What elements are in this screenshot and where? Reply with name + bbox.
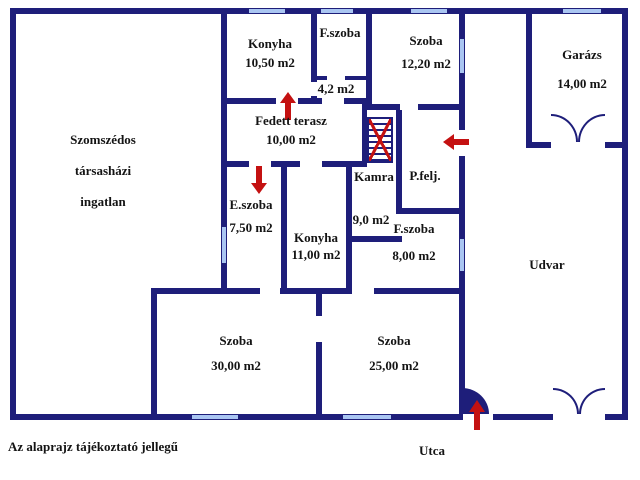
door-opening bbox=[316, 316, 322, 342]
room-name: Szoba bbox=[409, 33, 443, 48]
room-label-kamra-name: Kamra bbox=[350, 169, 398, 184]
room-name: Konyha bbox=[293, 230, 339, 245]
neighbor-line: Szomszédos bbox=[70, 132, 136, 147]
door-opening bbox=[249, 161, 271, 167]
wall bbox=[396, 208, 465, 214]
udvar-text: Udvar bbox=[529, 257, 565, 272]
wall bbox=[151, 288, 157, 420]
wall bbox=[396, 110, 402, 214]
window bbox=[248, 8, 286, 14]
door-opening bbox=[553, 414, 605, 420]
room-label-konyha-top: Konyha 10,50 m2 bbox=[226, 36, 314, 70]
door-swing-arc bbox=[578, 114, 605, 142]
window bbox=[459, 38, 465, 74]
room-name: Fedett terasz bbox=[255, 113, 327, 128]
wall bbox=[366, 8, 372, 110]
room-name: P.felj. bbox=[409, 168, 441, 183]
door-swing-arc bbox=[553, 388, 579, 414]
room-name: Szoba bbox=[377, 333, 411, 348]
room-label-corridor: 4,2 m2 bbox=[310, 81, 362, 96]
wall bbox=[346, 236, 402, 242]
room-name: E.szoba bbox=[229, 197, 273, 212]
room-name: Szoba bbox=[219, 333, 253, 348]
door-opening bbox=[551, 142, 605, 148]
wall bbox=[10, 8, 16, 420]
door-opening bbox=[260, 288, 280, 294]
entrance-arrow-icon bbox=[251, 166, 267, 194]
window bbox=[320, 8, 354, 14]
utca-text: Utca bbox=[419, 443, 445, 458]
door-opening bbox=[352, 288, 374, 294]
disclaimer-text: Az alaprajz tájékoztató jellegű bbox=[8, 439, 248, 454]
room-area: 10,50 m2 bbox=[245, 55, 295, 70]
utca-label: Utca bbox=[408, 443, 456, 458]
entrance-arrow-icon bbox=[443, 134, 469, 150]
room-area: 12,20 m2 bbox=[401, 56, 451, 71]
wall bbox=[281, 167, 287, 288]
wall bbox=[622, 8, 628, 420]
neighbor-line: társasházi bbox=[74, 163, 132, 178]
room-name: Kamra bbox=[354, 169, 394, 184]
wall bbox=[526, 8, 532, 148]
door-opening bbox=[327, 76, 345, 80]
room-label-konyha-mid: Konyha 11,00 m2 bbox=[280, 230, 352, 262]
wall bbox=[346, 167, 352, 288]
wall bbox=[316, 288, 322, 420]
udvar-label: Udvar bbox=[518, 257, 576, 272]
room-label-eszoba: E.szoba 7,50 m2 bbox=[220, 197, 282, 235]
wall bbox=[10, 8, 628, 14]
wall bbox=[362, 104, 367, 163]
neighbor-line: ingatlan bbox=[80, 194, 126, 209]
window bbox=[342, 414, 392, 420]
room-label-szoba-30: Szoba 30,00 m2 bbox=[198, 333, 274, 373]
room-name: F.szoba bbox=[393, 221, 435, 236]
wall bbox=[221, 161, 367, 167]
neighbor-property-label: Szomszédos társasházi ingatlan bbox=[42, 124, 164, 217]
wall bbox=[151, 288, 465, 294]
wall bbox=[221, 8, 227, 294]
room-label-garazs: Garázs 14,00 m2 bbox=[538, 47, 626, 91]
room-name: Garázs bbox=[562, 47, 602, 62]
room-label-fszoba-top: F.szoba bbox=[312, 25, 368, 40]
wall bbox=[311, 8, 317, 104]
door-swing-arc bbox=[551, 114, 578, 142]
door-opening bbox=[400, 104, 418, 110]
room-name: Konyha bbox=[247, 36, 293, 51]
room-area: 8,00 m2 bbox=[392, 248, 436, 263]
door-opening bbox=[311, 82, 317, 96]
room-area: 9,0 m2 bbox=[352, 212, 390, 227]
entrance-arrow-icon bbox=[280, 92, 296, 120]
attic-stairs bbox=[367, 117, 393, 163]
door-swing-arc bbox=[579, 388, 605, 414]
window bbox=[191, 414, 239, 420]
room-label-fszoba-mid: F.szoba 8,00 m2 bbox=[386, 221, 442, 263]
window bbox=[562, 8, 602, 14]
room-label-fedett-terasz: Fedett terasz 10,00 m2 bbox=[232, 113, 350, 147]
room-label-szoba-25: Szoba 25,00 m2 bbox=[356, 333, 432, 373]
door-opening bbox=[300, 161, 322, 167]
room-area: 25,00 m2 bbox=[369, 358, 419, 373]
room-area: 4,2 m2 bbox=[317, 81, 355, 96]
room-area: 11,00 m2 bbox=[291, 247, 341, 262]
room-area: 30,00 m2 bbox=[211, 358, 261, 373]
entrance-arrow-icon bbox=[469, 400, 485, 430]
window bbox=[459, 238, 465, 272]
door-opening bbox=[322, 98, 344, 104]
room-area: 7,50 m2 bbox=[229, 220, 273, 235]
room-name: F.szoba bbox=[319, 25, 361, 40]
room-area: 10,00 m2 bbox=[266, 132, 316, 147]
window bbox=[410, 8, 448, 14]
room-label-szoba-1220: Szoba 12,20 m2 bbox=[384, 33, 468, 71]
disclaimer-line: Az alaprajz tájékoztató jellegű bbox=[8, 439, 179, 454]
wall bbox=[459, 8, 465, 420]
room-area: 14,00 m2 bbox=[557, 76, 607, 91]
window bbox=[221, 226, 227, 264]
room-label-kamra-area: 9,0 m2 bbox=[346, 212, 396, 227]
room-label-pfelj: P.felj. bbox=[398, 168, 452, 183]
